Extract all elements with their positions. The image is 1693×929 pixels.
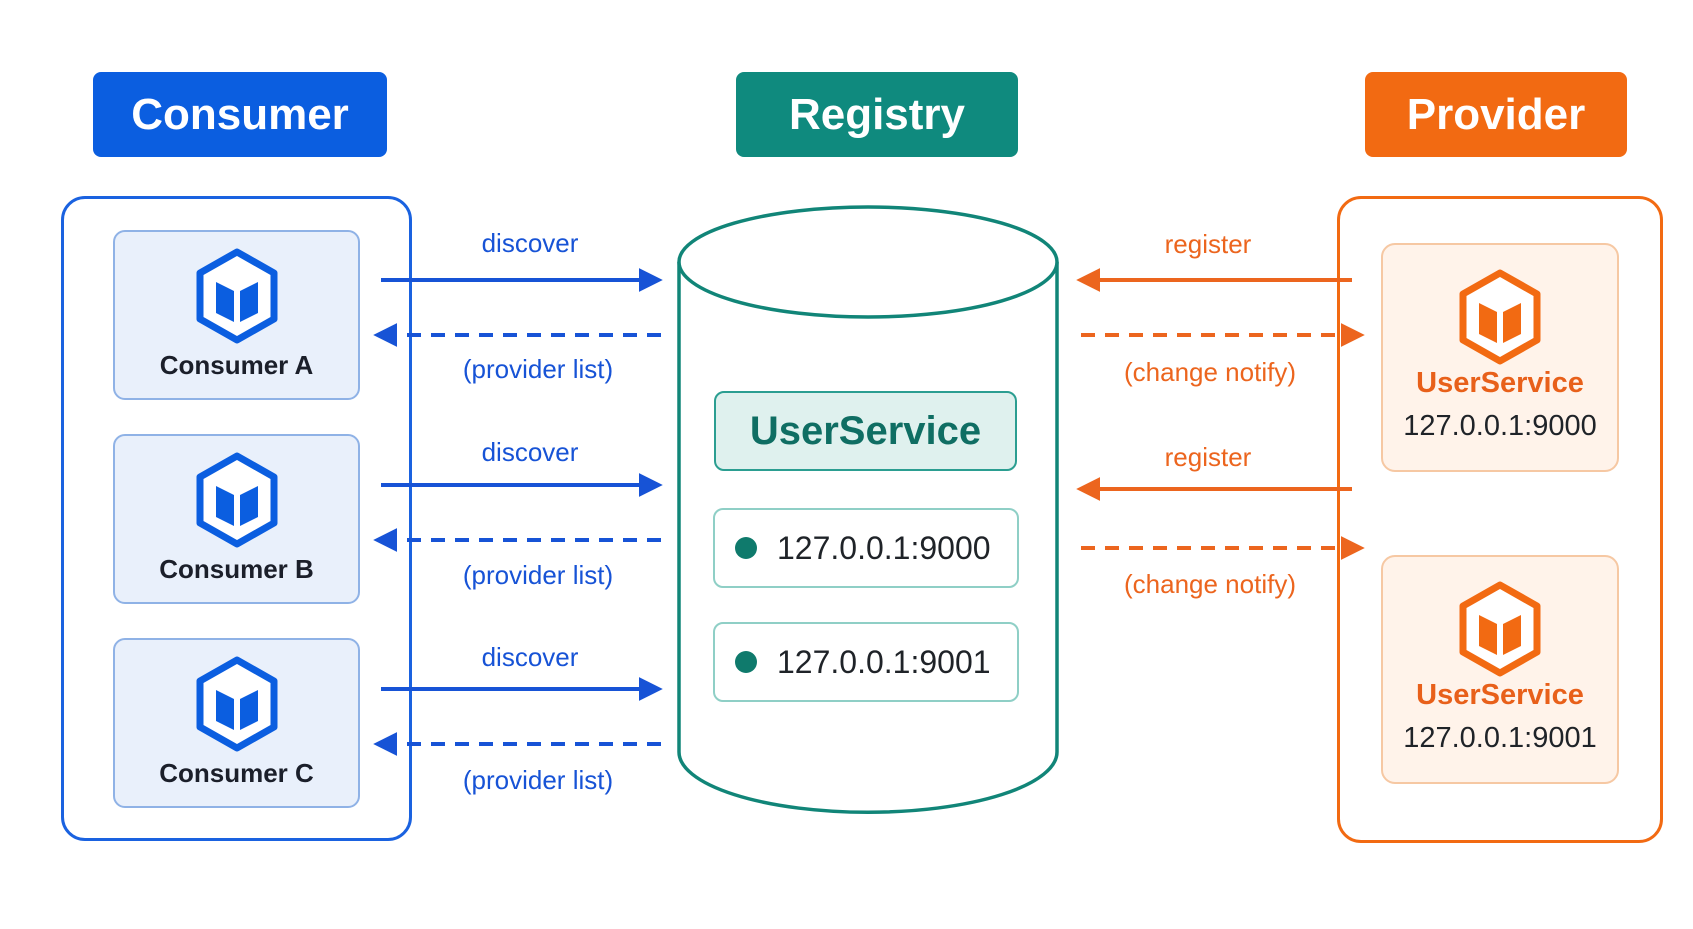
registry-service-box[interactable]: UserService xyxy=(714,391,1017,471)
registry-instance-1[interactable]: 127.0.0.1:9000 xyxy=(713,508,1019,588)
registry-instance-2[interactable]: 127.0.0.1:9001 xyxy=(713,622,1019,702)
provider-header: Provider xyxy=(1365,72,1627,157)
provider-card-1[interactable]: UserService 127.0.0.1:9000 xyxy=(1381,243,1619,472)
consumer-label: Consumer C xyxy=(159,758,314,788)
provider-list-label: (provider list) xyxy=(462,560,614,590)
change-notify-label: (change notify) xyxy=(1124,569,1296,599)
provider-address: 127.0.0.1:9000 xyxy=(1403,410,1597,442)
provider-service-name: UserService xyxy=(1416,367,1584,399)
registry-header: Registry xyxy=(736,72,1018,157)
register-label: register xyxy=(1164,442,1252,472)
cube-icon xyxy=(1459,581,1541,677)
status-dot xyxy=(735,537,757,559)
cube-icon xyxy=(196,248,277,344)
instance-address: 127.0.0.1:9000 xyxy=(777,529,991,566)
instance-address: 127.0.0.1:9001 xyxy=(777,643,991,680)
change-notify-label: (change notify) xyxy=(1124,357,1296,387)
discover-label: discover xyxy=(481,642,579,672)
register-label: register xyxy=(1164,229,1252,259)
discover-label: discover xyxy=(481,228,579,258)
discover-label: discover xyxy=(481,437,579,467)
consumer-card-c[interactable]: Consumer C xyxy=(113,638,360,808)
consumer-label: Consumer A xyxy=(159,350,314,380)
cube-icon xyxy=(196,452,277,548)
consumer-label: Consumer B xyxy=(159,554,314,584)
consumer-header: Consumer xyxy=(93,72,387,157)
consumer-card-b[interactable]: Consumer B xyxy=(113,434,360,604)
provider-service-name: UserService xyxy=(1416,679,1584,711)
status-dot xyxy=(735,651,757,673)
cube-icon xyxy=(196,656,277,752)
provider-address: 127.0.0.1:9001 xyxy=(1403,722,1597,754)
consumer-card-a[interactable]: Consumer A xyxy=(113,230,360,400)
provider-list-label: (provider list) xyxy=(462,354,614,384)
provider-card-2[interactable]: UserService 127.0.0.1:9001 xyxy=(1381,555,1619,784)
cube-icon xyxy=(1459,269,1541,365)
provider-list-label: (provider list) xyxy=(462,765,614,795)
